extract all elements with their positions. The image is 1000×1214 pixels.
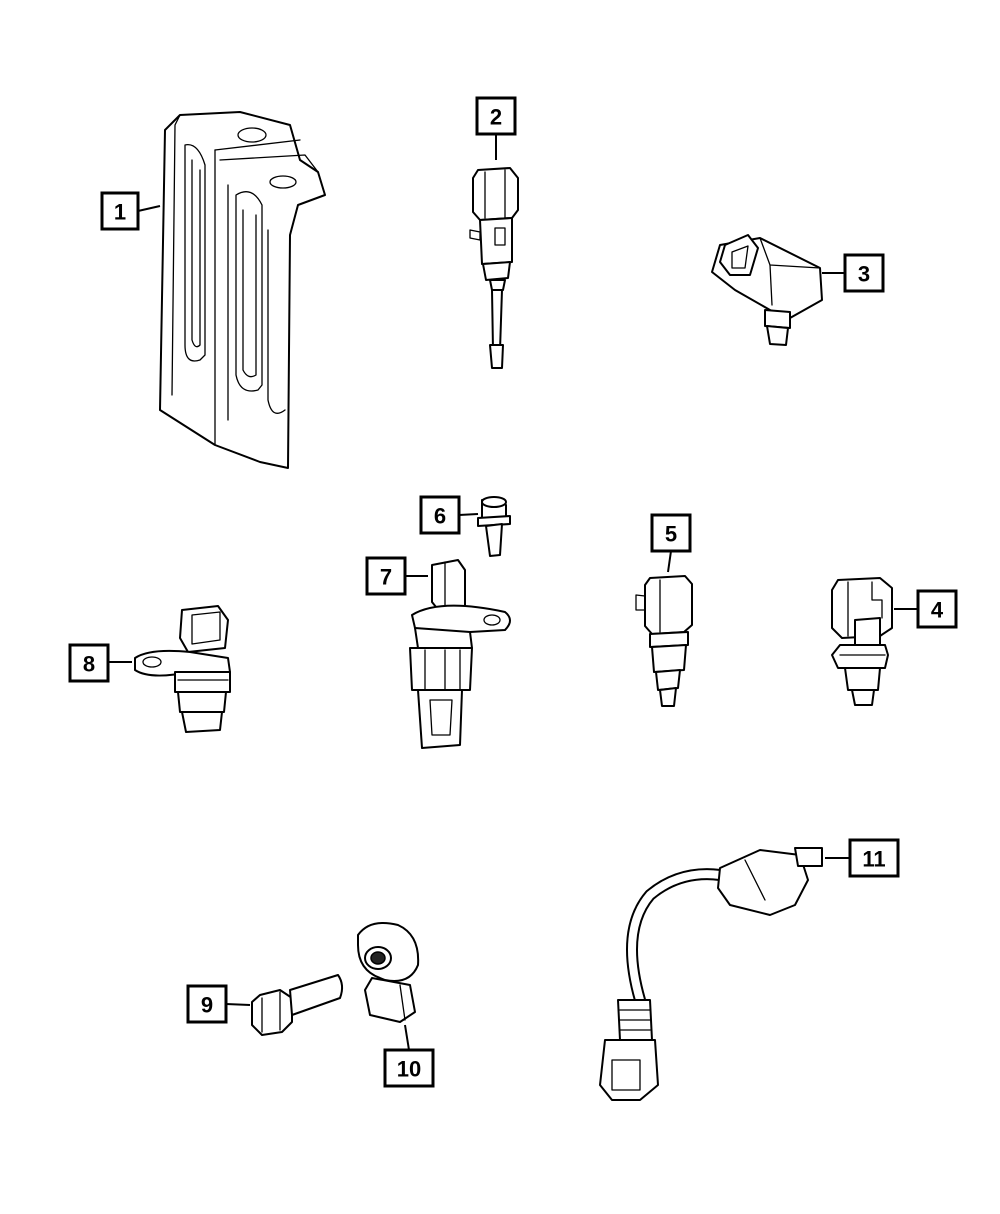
svg-text:11: 11 bbox=[862, 847, 885, 872]
part-2-temperature-sensor-probe-icon bbox=[469, 167, 519, 369]
callout-6: 6 bbox=[419, 495, 479, 535]
part-8-camshaft-position-sensor-icon bbox=[134, 605, 231, 733]
part-9-bolt-icon bbox=[251, 974, 344, 1036]
svg-text:7: 7 bbox=[380, 565, 392, 590]
callout-3: 3 bbox=[822, 253, 885, 293]
svg-text:2: 2 bbox=[490, 105, 502, 130]
svg-text:9: 9 bbox=[201, 993, 213, 1018]
part-4-pressure-sensor-icon bbox=[831, 577, 893, 706]
callout-1: 1 bbox=[100, 191, 161, 231]
part-10-knock-sensor-icon bbox=[357, 922, 420, 1023]
svg-text:5: 5 bbox=[665, 522, 677, 547]
callout-8: 8 bbox=[68, 643, 132, 683]
part-5-coolant-temperature-sensor-icon bbox=[635, 575, 693, 707]
part-11-oxygen-sensor-icon bbox=[599, 847, 823, 1101]
callout-5: 5 bbox=[650, 513, 692, 573]
callout-4: 4 bbox=[894, 589, 958, 629]
callout-11: 11 bbox=[825, 838, 900, 878]
callout-10: 10 bbox=[383, 1024, 435, 1088]
callout-9: 9 bbox=[186, 984, 251, 1024]
part-3-map-sensor-icon bbox=[711, 234, 823, 346]
svg-text:10: 10 bbox=[397, 1057, 421, 1082]
callout-2: 2 bbox=[475, 96, 517, 160]
svg-text:6: 6 bbox=[434, 504, 446, 529]
svg-text:3: 3 bbox=[858, 262, 870, 287]
svg-text:8: 8 bbox=[83, 652, 95, 677]
part-1-bracket-icon bbox=[159, 111, 326, 469]
part-6-bolt-icon bbox=[477, 496, 511, 557]
svg-text:4: 4 bbox=[931, 598, 944, 623]
part-7-crankshaft-position-sensor-icon bbox=[409, 559, 511, 749]
callout-7: 7 bbox=[365, 556, 428, 596]
svg-text:1: 1 bbox=[114, 200, 126, 225]
